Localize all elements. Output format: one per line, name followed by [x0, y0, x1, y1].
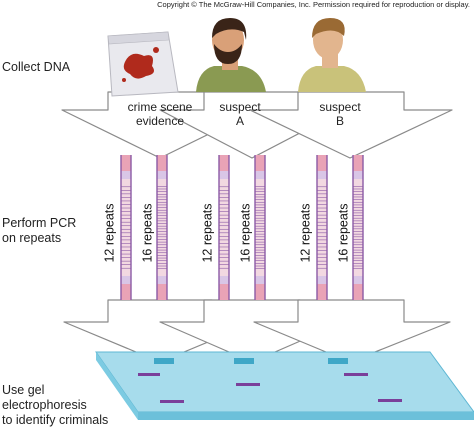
step-pcr-line2: on repeats: [2, 231, 62, 245]
source-b-line2: B: [335, 114, 344, 128]
dna-strand-5: [316, 155, 328, 300]
source-label-evidence: crime scene evidence: [110, 100, 210, 128]
repeat-label-4: 16 repeats: [238, 203, 253, 263]
repeat-label-3: 12 repeats: [200, 203, 215, 263]
dna-strand-4: [254, 155, 266, 300]
source-a-line2: A: [235, 114, 244, 128]
dna-strand-6: [352, 155, 364, 300]
source-b-line1: suspect: [319, 100, 361, 114]
step-gel-electrophoresis: Use gel electrophoresis to identify crim…: [2, 383, 108, 428]
gel-band-5: [378, 399, 402, 402]
step-pcr-line1: Perform PCR: [2, 216, 77, 230]
step-gel-line3: to identify criminals: [2, 413, 109, 427]
repeat-label-6: 16 repeats: [336, 203, 351, 263]
gel-arrows: [63, 299, 451, 363]
copyright-notice: Copyright © The McGraw-Hill Companies, I…: [157, 0, 470, 9]
source-evidence-line1: crime scene: [127, 100, 193, 114]
gel-slab: [95, 351, 474, 420]
source-evidence-line2: evidence: [135, 114, 185, 128]
gel-well-3: [328, 358, 348, 364]
source-arrows: [61, 91, 453, 159]
step-gel-line2: electrophoresis: [2, 398, 87, 412]
dna-strand-3: [218, 155, 230, 300]
evidence-bag-image: [107, 31, 179, 97]
source-label-suspect-a: suspect A: [200, 100, 280, 128]
source-a-line1: suspect: [219, 100, 261, 114]
suspect-b-image: [298, 18, 366, 92]
gel-band-3: [236, 383, 260, 386]
repeat-label-5: 12 repeats: [298, 203, 313, 263]
source-label-suspect-b: suspect B: [300, 100, 380, 128]
dna-strand-1: [120, 155, 132, 300]
repeat-label-2: 16 repeats: [140, 203, 155, 263]
pcr-products: [120, 155, 364, 300]
gel-band-4: [160, 400, 184, 403]
step-gel-line1: Use gel: [2, 383, 45, 397]
suspect-a-image: [196, 18, 266, 92]
step-collect-text: Collect DNA: [2, 60, 71, 74]
arrow-to-gel-b: [253, 299, 451, 363]
step-collect-dna: Collect DNA: [2, 60, 70, 75]
dna-strand-2: [156, 155, 168, 300]
repeat-label-1: 12 repeats: [102, 203, 117, 263]
arrow-suspect-b: [249, 91, 453, 159]
gel-well-1: [154, 358, 174, 364]
gel-well-2: [234, 358, 254, 364]
step-perform-pcr: Perform PCR on repeats: [2, 216, 76, 246]
gel-band-2: [344, 373, 368, 376]
gel-band-1: [138, 373, 160, 376]
